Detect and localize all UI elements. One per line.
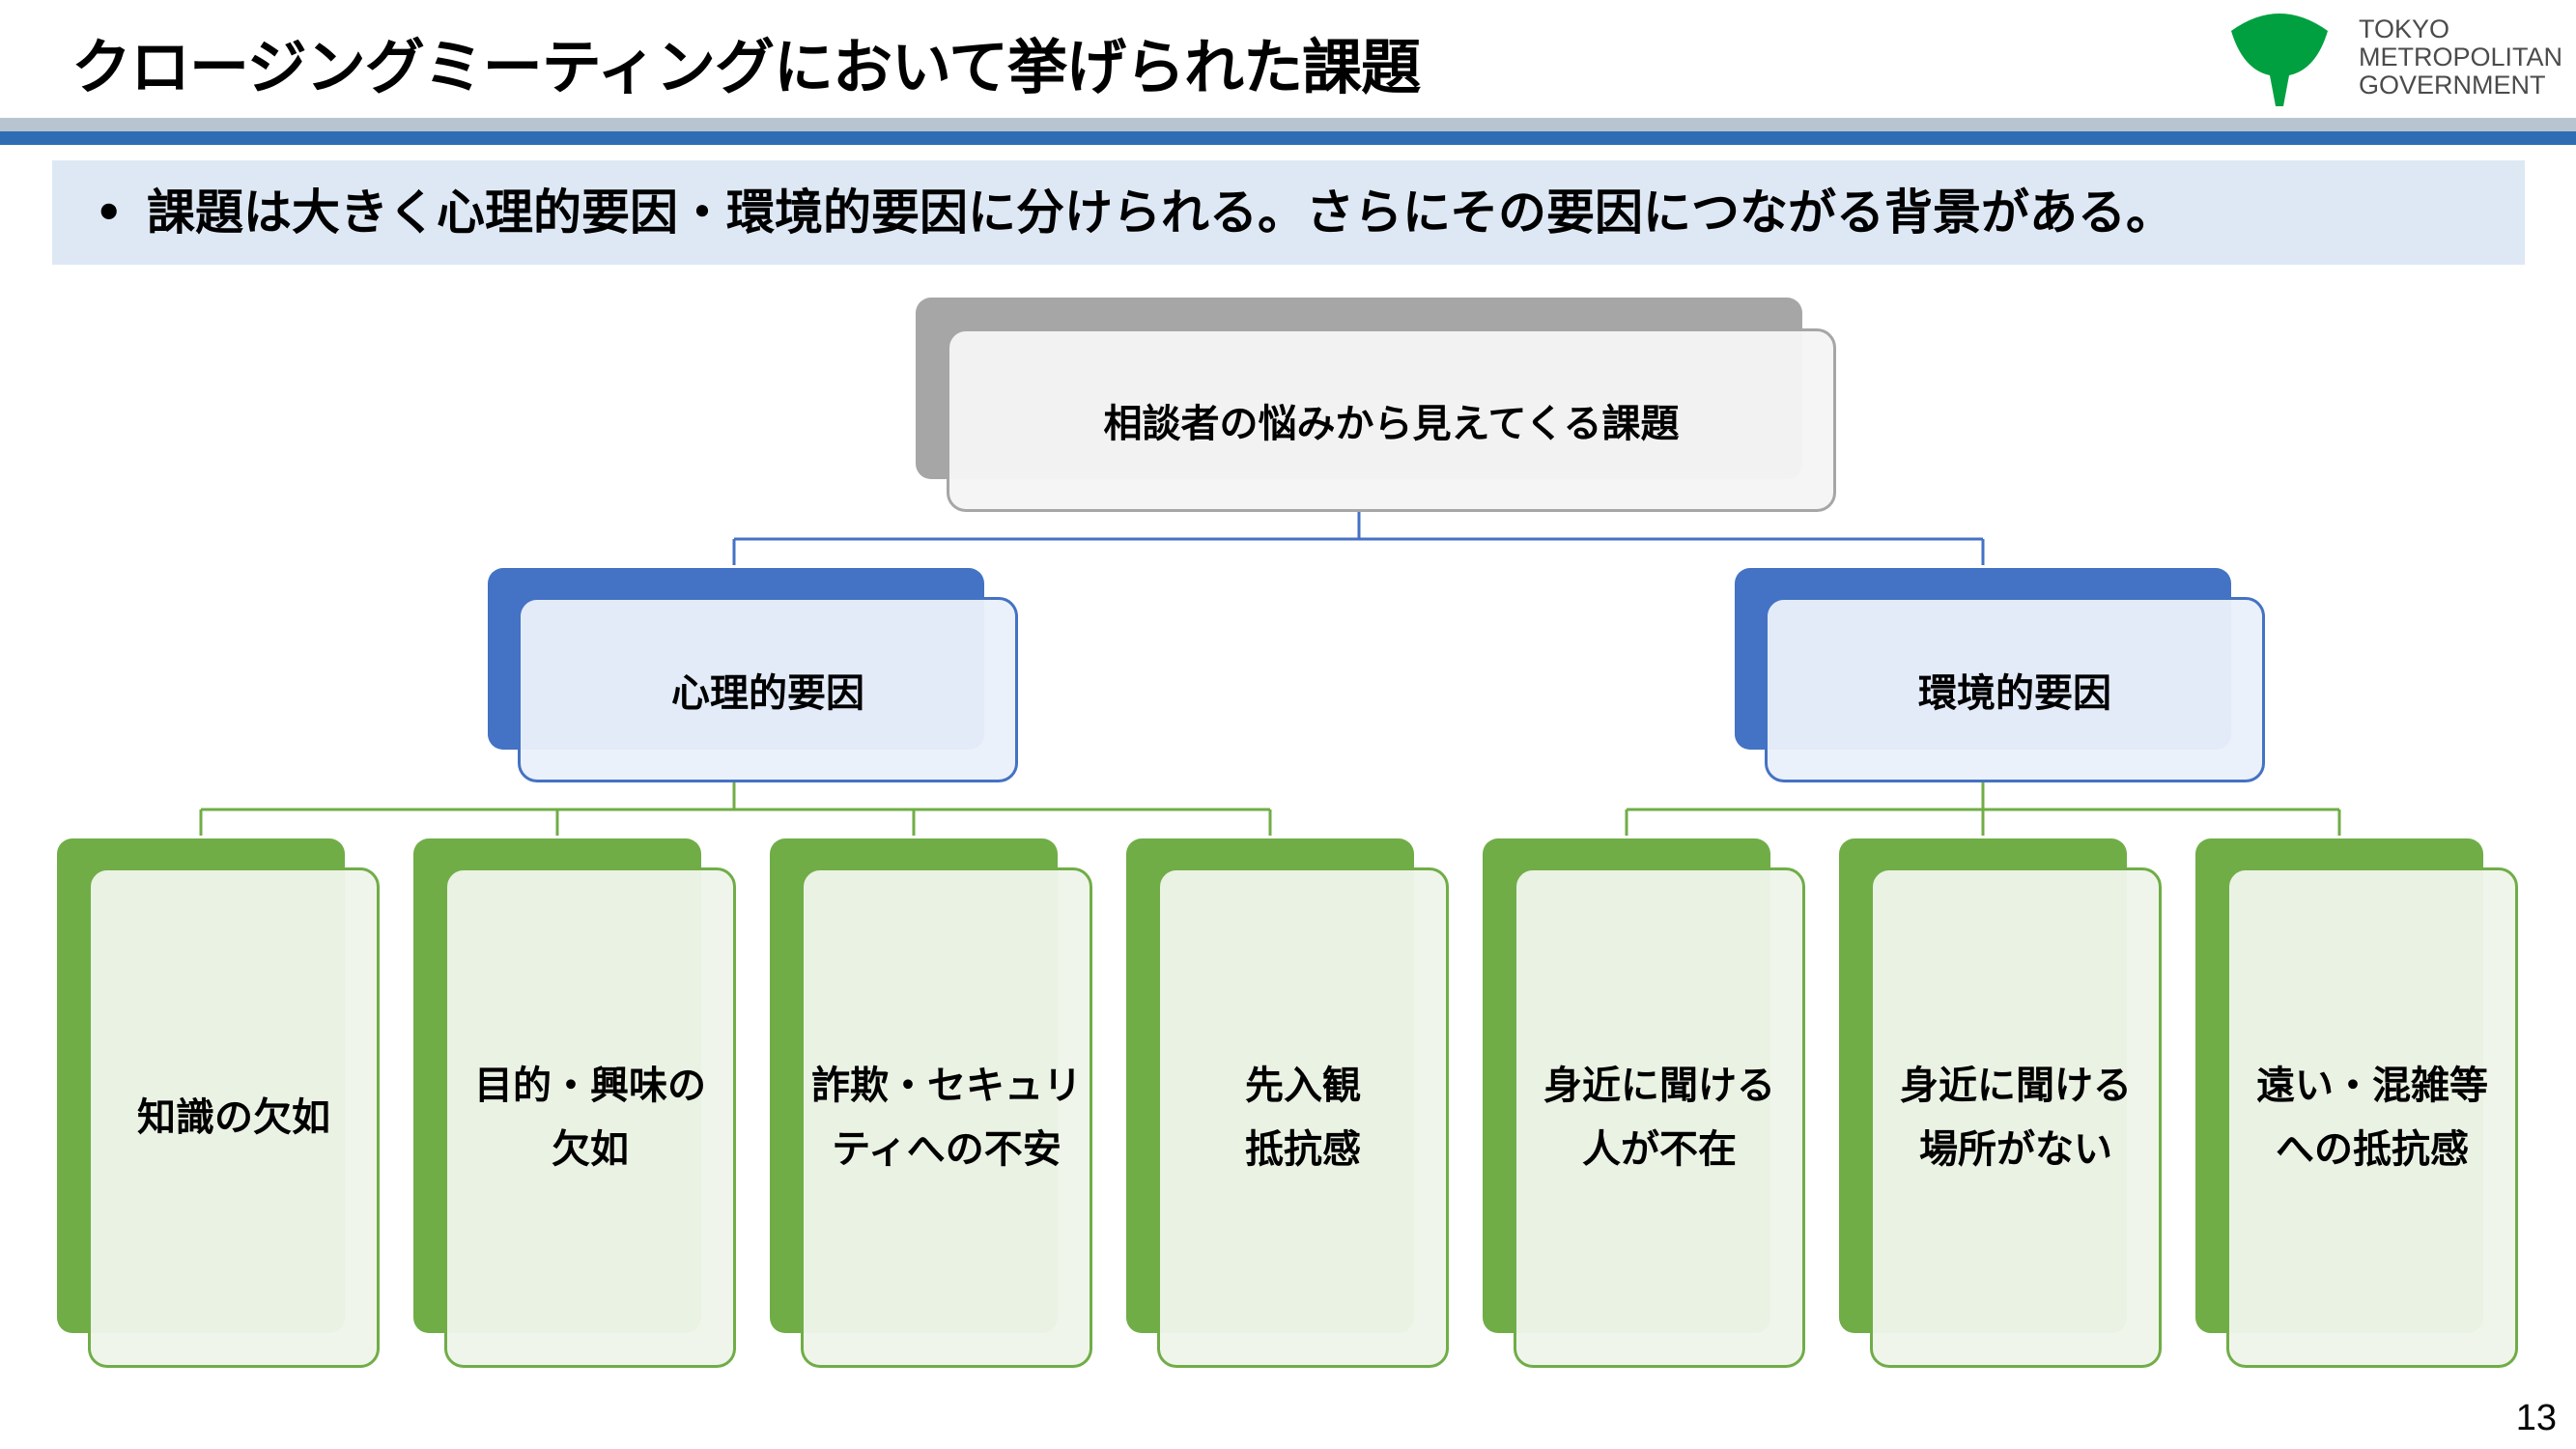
leaf-label-line: 人が不在: [1582, 1127, 1737, 1172]
leaf-label-line: 欠如: [552, 1127, 629, 1172]
leaf-label-line: 知識の欠如: [137, 1095, 330, 1140]
leaf-label-line: 抵抗感: [1245, 1127, 1361, 1172]
header-divider-grey: [0, 118, 2576, 131]
logo-line-3: GOVERNMENT: [2359, 71, 2546, 99]
leaf-node-lack-of-knowledge: 知識の欠如: [88, 867, 380, 1368]
leaf-node-distance-crowding: 遠い・混雑等 への抵抗感: [2226, 867, 2518, 1368]
leaf-node-no-place-nearby: 身近に聞ける 場所がない: [1870, 867, 2162, 1368]
leaf-label-line: 場所がない: [1919, 1127, 2112, 1172]
leaf-node-security-anxiety: 詐欺・セキュリ ティへの不安: [801, 867, 1092, 1368]
root-node: 相談者の悩みから見えてくる課題: [947, 328, 1836, 512]
leaf-node-lack-of-purpose: 目的・興味の 欠如: [444, 867, 736, 1368]
leaf-label-line: 先入観: [1245, 1064, 1361, 1108]
psychological-factor-label: 心理的要因: [671, 671, 864, 716]
leaf-label-line: 身近に聞ける: [1543, 1064, 1775, 1108]
root-node-label: 相談者の悩みから見えてくる課題: [1103, 402, 1680, 446]
logo-text: TOKYO METROPOLITAN GOVERNMENT: [2359, 15, 2562, 99]
page-number: 13: [2515, 1398, 2557, 1438]
leaf-label-line: 目的・興味の: [474, 1064, 706, 1108]
page-title: クロージングミーティングにおいて挙げられた課題: [71, 32, 1421, 102]
leaf-node-no-person-nearby: 身近に聞ける 人が不在: [1514, 867, 1805, 1368]
leaf-label-line: 詐欺・セキュリ: [811, 1064, 1082, 1108]
psychological-factor-node: 心理的要因: [518, 597, 1018, 782]
bullet-band: [52, 160, 2525, 265]
tokyo-metropolitan-government-logo: TOKYO METROPOLITAN GOVERNMENT: [2222, 10, 2569, 111]
logo-line-1: TOKYO: [2359, 14, 2450, 43]
bullet-text: 課題は大きく心理的要因・環境的要因に分けられる。さらにその要因につながる背景があ…: [147, 185, 2174, 241]
leaf-label-line: ティへの不安: [832, 1127, 1062, 1172]
environmental-factor-label: 環境的要因: [1918, 671, 2111, 716]
leaf-node-preconception: 先入観 抵抗感: [1157, 867, 1449, 1368]
leaf-label-line: への抵抗感: [2276, 1127, 2469, 1172]
leaf-label-line: 身近に聞ける: [1900, 1064, 2132, 1108]
environmental-factor-node: 環境的要因: [1765, 597, 2265, 782]
logo-line-2: METROPOLITAN: [2359, 43, 2563, 71]
ginkgo-leaf-icon: [2231, 14, 2328, 106]
bullet-marker: •: [95, 186, 124, 239]
leaf-label-line: 遠い・混雑等: [2256, 1064, 2488, 1108]
header-divider-blue: [0, 131, 2576, 145]
